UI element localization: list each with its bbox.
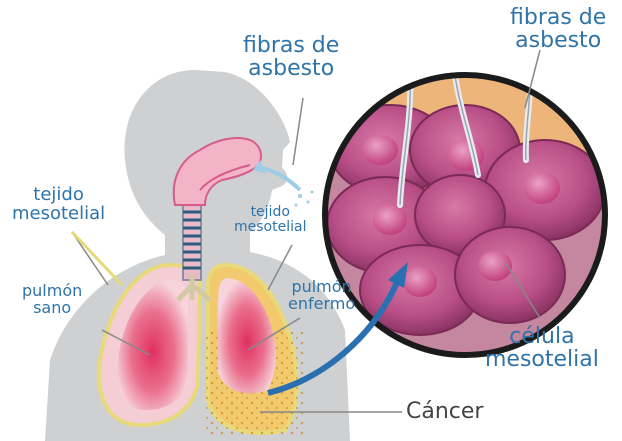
label-line: mesotelial bbox=[485, 348, 599, 371]
label-line: fibras de bbox=[243, 34, 339, 57]
label-line: enfermo bbox=[288, 296, 355, 313]
label-diseased-lung: pulmón enfermo bbox=[288, 279, 355, 313]
label-mesothelial-cell: célula mesotelial bbox=[485, 325, 599, 371]
label-line: sano bbox=[22, 300, 82, 317]
label-cancer: Cáncer bbox=[406, 400, 483, 423]
label-line: fibras de bbox=[510, 6, 606, 29]
label-line: asbesto bbox=[243, 57, 339, 80]
label-line: asbesto bbox=[510, 29, 606, 52]
label-asbestos-fibers-center: fibras de asbesto bbox=[243, 34, 339, 80]
label-line: célula bbox=[485, 325, 599, 348]
label-mesothelial-tissue-left: tejido mesotelial bbox=[12, 186, 105, 224]
label-line: mesotelial bbox=[234, 220, 306, 235]
label-healthy-lung: pulmón sano bbox=[22, 283, 82, 317]
label-line: mesotelial bbox=[12, 205, 105, 224]
label-asbestos-fibers-right: fibras de asbesto bbox=[510, 6, 606, 52]
label-line: tejido bbox=[234, 205, 306, 220]
label-mesothelial-tissue-center: tejido mesotelial bbox=[234, 205, 306, 234]
